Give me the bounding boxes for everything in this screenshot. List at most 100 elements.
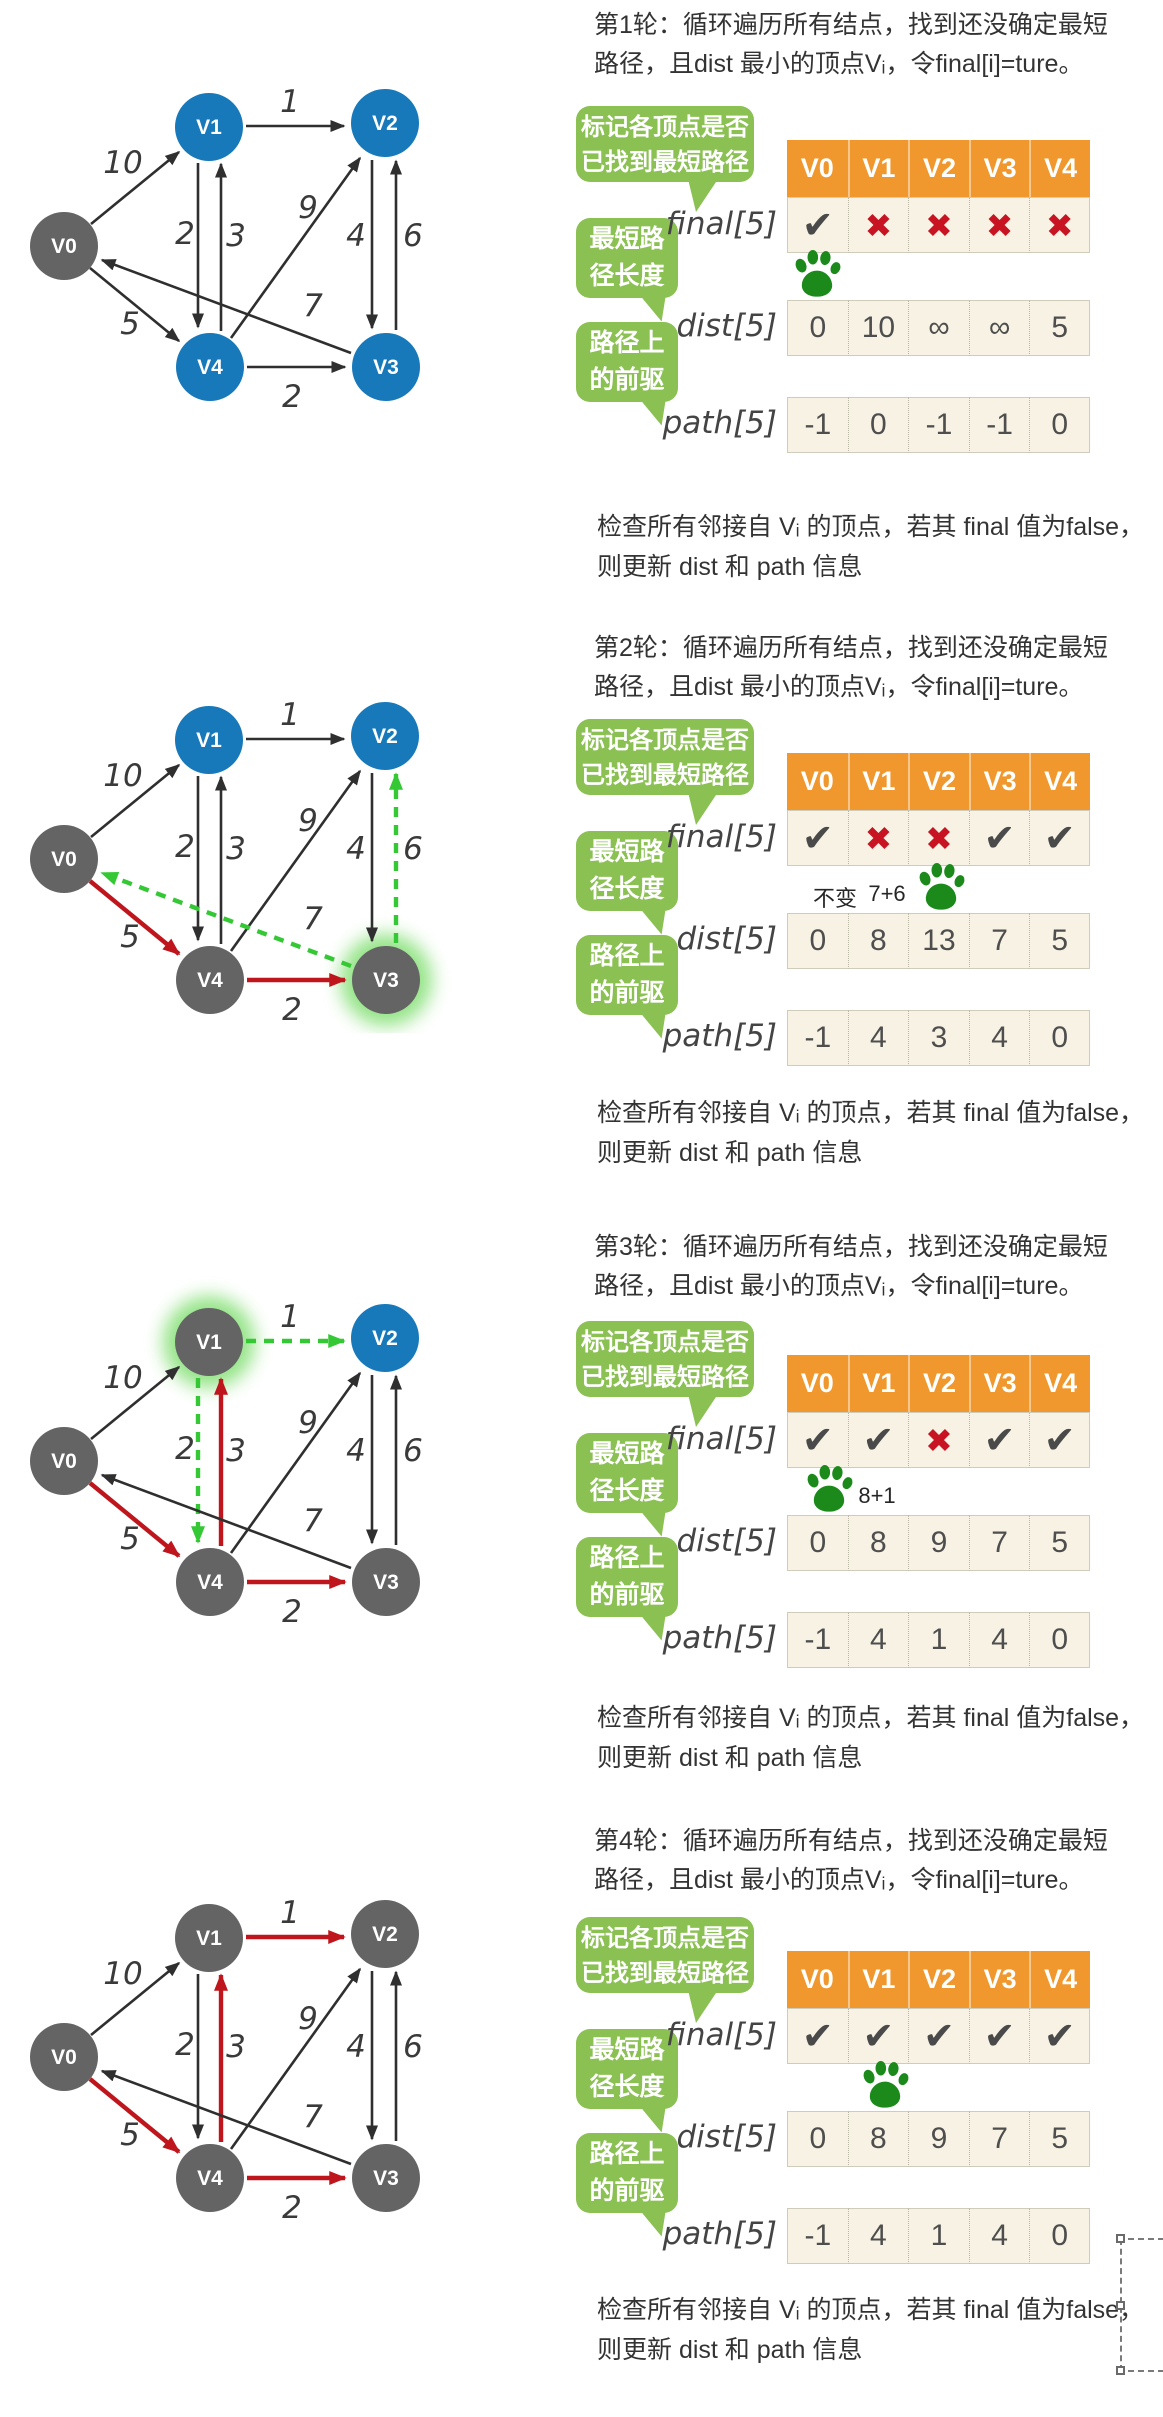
speech-bubble-1: 标记各顶点是否已找到最短路径 xyxy=(576,106,754,212)
bubble-3-line2: 的前驱 xyxy=(589,1581,665,1609)
final-cell-v1: ✔ xyxy=(847,2008,909,2064)
path-cell-v1: 4 xyxy=(847,1612,909,1668)
table-header-cell-v4: V4 xyxy=(1029,1355,1090,1412)
node-label-v4: V4 xyxy=(197,969,223,992)
final-row: ✔✔✖✔✔ xyxy=(787,1412,1090,1468)
bubble-3-line2: 的前驱 xyxy=(589,366,665,394)
bottom-note-line1: 检查所有邻接自 Vᵢ 的顶点，若其 final 值为false， xyxy=(597,1704,1145,1732)
path-cell-v4: 0 xyxy=(1029,1010,1090,1066)
speech-bubble-2: 最短路径长度 xyxy=(576,1433,684,1539)
dist-array-label: dist[5] xyxy=(676,2119,777,2155)
node-v2 xyxy=(351,1900,419,1968)
final-array-label: final[5] xyxy=(665,206,777,242)
table-header-cell-v1: V1 xyxy=(847,753,909,810)
speech-bubble-3: 路径上的前驱 xyxy=(576,1537,684,1643)
bottom-note: 检查所有邻接自 Vᵢ 的顶点，若其 final 值为false，则更新 dist… xyxy=(597,1698,1162,1778)
edge-v0-v1 xyxy=(90,763,181,839)
edge-weight-v3-v2: 6 xyxy=(403,2029,423,2065)
node-label-v2: V2 xyxy=(372,1923,398,1946)
edge-weight-v2-v3: 4 xyxy=(346,831,366,867)
node-label-v1: V1 xyxy=(196,729,222,752)
final-row: ✔✔✔✔✔ xyxy=(787,2008,1090,2064)
bottom-note-line1: 检查所有邻接自 Vᵢ 的顶点，若其 final 值为false， xyxy=(597,513,1145,541)
bottom-note-line2: 则更新 dist 和 path 信息 xyxy=(597,553,863,581)
edge-weight-v4-v3: 2 xyxy=(282,379,302,415)
final-cell-v4: ✖ xyxy=(1029,197,1090,253)
dist-update-annotation: 8+1 xyxy=(858,1483,896,1508)
dist-cell-v1: 8 xyxy=(847,2111,909,2167)
check-mark-icon: ✔ xyxy=(801,204,834,247)
round-title-line1: 第2轮：循环遍历所有结点，找到还没确定最短 xyxy=(594,634,1108,662)
edge-weight-v4-v2: 9 xyxy=(298,2001,318,2037)
path-array-label: path[5] xyxy=(662,2216,777,2252)
paw-icon xyxy=(859,2058,911,2112)
table-header-cell-v2: V2 xyxy=(908,1355,969,1412)
path-array-label: path[5] xyxy=(662,405,777,441)
table-header-cell-v0: V0 xyxy=(787,1355,848,1412)
edge-weight-v4-v1: 3 xyxy=(226,1433,246,1469)
final-cell-v1: ✔ xyxy=(847,1412,909,1468)
edge-weight-v3-v0: 7 xyxy=(303,901,323,937)
path-cell-v2: 3 xyxy=(908,1010,969,1066)
edge-v0-v4 xyxy=(88,1481,181,1558)
node-label-v1: V1 xyxy=(196,116,222,139)
node-label-v3: V3 xyxy=(373,2167,399,2190)
edge-weight-v0-v1: 10 xyxy=(103,1956,142,1992)
table-header-cell-v2: V2 xyxy=(908,753,969,810)
edge-weight-v1-v4: 2 xyxy=(175,829,195,865)
node-label-v0: V0 xyxy=(51,848,77,871)
edge-weight-v4-v1: 3 xyxy=(226,831,246,867)
final-cell-v3: ✖ xyxy=(968,197,1030,253)
final-cell-v0: ✔ xyxy=(787,197,848,253)
final-row: ✔✖✖✖✖ xyxy=(787,197,1090,253)
bubble-tail xyxy=(688,1394,718,1427)
edge-weight-v4-v1: 3 xyxy=(226,218,246,254)
node-v2 xyxy=(351,702,419,770)
bubble-3-line1: 路径上 xyxy=(589,2140,665,2168)
bubble-3-line1: 路径上 xyxy=(589,1544,665,1572)
bubble-1-line2: 已找到最短路径 xyxy=(581,1960,749,1987)
node-v0 xyxy=(30,1427,98,1495)
speech-bubble-1: 标记各顶点是否已找到最短路径 xyxy=(576,1917,754,2023)
edge-weight-v4-v3: 2 xyxy=(282,2190,302,2226)
node-v4 xyxy=(176,1548,244,1616)
round-section-4: 第4轮：循环遍历所有结点，找到还没确定最短路径，且dist 最小的顶点Vᵢ，令f… xyxy=(0,1811,1163,2417)
node-v3 xyxy=(352,1548,420,1616)
paw-icon xyxy=(791,247,843,301)
bottom-note: 检查所有邻接自 Vᵢ 的顶点，若其 final 值为false，则更新 dist… xyxy=(597,1093,1162,1173)
check-mark-icon: ✔ xyxy=(1043,817,1076,860)
paw-print-graphic xyxy=(795,250,841,297)
table-header-cell-v0: V0 xyxy=(787,140,848,197)
paw-print-graphic xyxy=(807,1465,853,1512)
node-v4 xyxy=(176,333,244,401)
selection-handle-1[interactable] xyxy=(1116,2234,1125,2243)
node-label-v0: V0 xyxy=(51,2046,77,2069)
final-cell-v1: ✖ xyxy=(847,197,909,253)
node-v0 xyxy=(30,825,98,893)
selection-handle-3[interactable] xyxy=(1116,2366,1125,2375)
edge-weight-v4-v2: 9 xyxy=(298,190,318,226)
bubble-1-line1: 标记各顶点是否 xyxy=(581,1329,749,1356)
paw-print-graphic xyxy=(919,863,965,910)
paw-icon xyxy=(803,1462,855,1516)
cross-mark-icon: ✖ xyxy=(864,206,893,244)
check-mark-icon: ✔ xyxy=(801,1419,834,1462)
round-title-line1: 第4轮：循环遍历所有结点，找到还没确定最短 xyxy=(594,1827,1108,1855)
final-array-label: final[5] xyxy=(665,819,777,855)
path-cell-v1: 0 xyxy=(847,397,909,453)
edge-weight-v4-v2: 9 xyxy=(298,803,318,839)
check-mark-icon: ✔ xyxy=(923,2015,955,2058)
node-v1 xyxy=(175,1308,243,1376)
node-v1 xyxy=(175,706,243,774)
path-cell-v0: -1 xyxy=(787,2208,848,2264)
bubble-1-line2: 已找到最短路径 xyxy=(581,149,749,176)
bubble-3-line1: 路径上 xyxy=(589,329,665,357)
selection-handle-2[interactable] xyxy=(1116,2301,1125,2310)
table-header-cell-v4: V4 xyxy=(1029,140,1090,197)
